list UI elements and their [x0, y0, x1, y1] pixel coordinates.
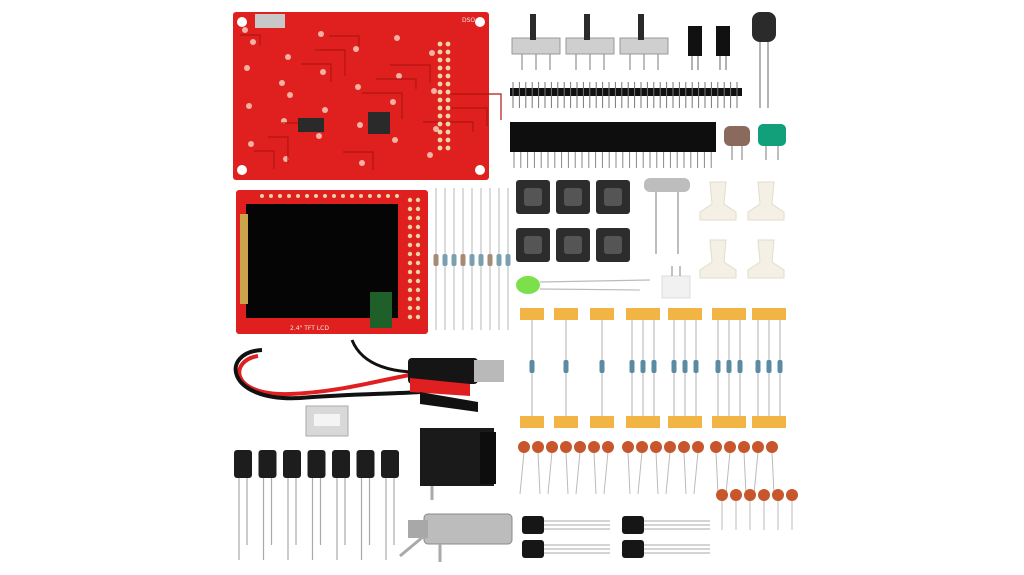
crystal-oscillator	[644, 178, 690, 254]
pcb-traces	[240, 27, 502, 170]
bnc-connector	[399, 513, 513, 562]
pcb-mounting-holes	[237, 17, 485, 175]
mini-usb-connector	[305, 405, 349, 437]
lcd-side-pins	[260, 194, 421, 320]
standoffs	[699, 181, 785, 279]
ceramic-capacitors	[518, 441, 798, 530]
green-led	[516, 276, 651, 294]
lcd-flex-cable	[240, 214, 248, 304]
main-pcb-board	[233, 12, 489, 180]
pcb-header-pads	[437, 41, 451, 151]
black-clip	[420, 392, 478, 412]
probe-cable	[233, 339, 504, 412]
cable-jacket	[408, 358, 478, 384]
lcd-connector	[370, 292, 392, 328]
mcu-chip	[368, 112, 390, 134]
tactile-buttons	[516, 180, 630, 262]
tft-lcd-module: 2.4" TFT LCD	[236, 190, 428, 334]
electrolytic-capacitors	[234, 450, 399, 560]
red-clip	[410, 378, 470, 396]
usb-footprint	[255, 14, 285, 28]
lcd-board-label: 2.4" TFT LCD	[290, 325, 329, 332]
transistors	[522, 516, 710, 558]
jst-connector	[661, 266, 691, 299]
jumper-headers	[688, 26, 730, 70]
ic-chip	[298, 118, 324, 132]
pin-header-strip	[510, 82, 742, 108]
resistor-tapes	[520, 308, 786, 428]
bnc-plug	[474, 360, 504, 382]
dc-power-jack	[420, 428, 496, 500]
film-capacitors	[724, 124, 786, 160]
main-pcb: DSO	[233, 12, 502, 180]
main-board-label: DSO	[462, 17, 475, 24]
slide-switches	[511, 14, 669, 70]
female-header-strip	[510, 122, 716, 168]
loose-resistors	[433, 188, 511, 330]
inductor	[752, 12, 776, 108]
